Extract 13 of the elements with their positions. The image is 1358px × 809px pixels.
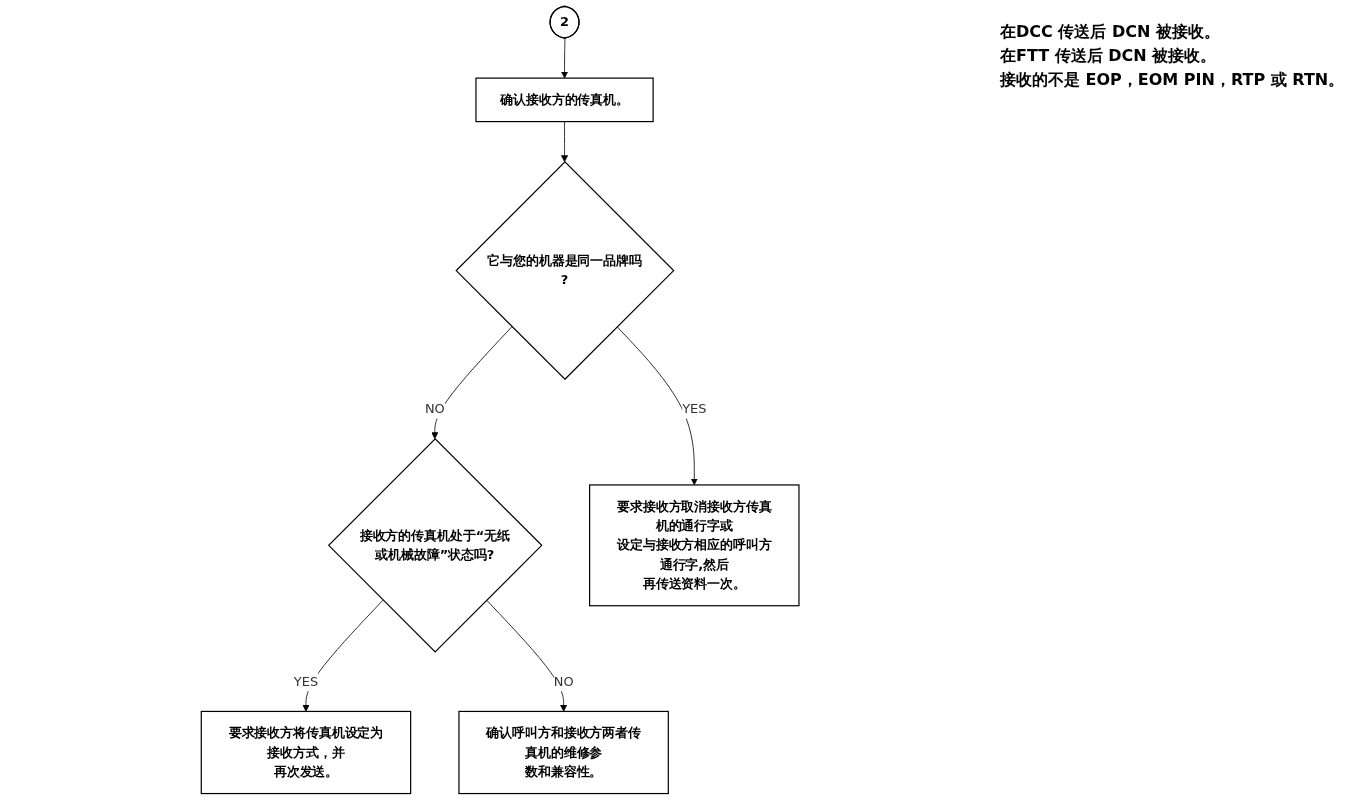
node-box: 确认呼叫方和接收方两者传真机的维修参数和兼容性。 [458,710,669,795]
node-diamond: 它与您的机器是同一品牌吗? [455,161,675,381]
edge-label: NO [424,401,445,417]
edge-label: YES [682,401,707,417]
node-box: 要求接收方将传真机设定为接收方式，并再次发送。 [200,710,412,795]
node-diamond: 接收方的传真机处于“无纸或机械故障”状态吗? [327,438,543,653]
note-text: 在FTT 传送后 DCN 被接收。 [1000,45,1218,67]
edge-label: NO [553,673,574,689]
node-box: 要求接收方取消接收方传真机的通行字或设定与接收方相应的呼叫方通行字,然后再传送资料一次。 [588,484,800,607]
edge-label: YES [293,673,318,689]
note-text: 在DCC 传送后 DCN 被接收。 [1000,21,1221,43]
node-box: 确认接收方的传真机。 [475,77,654,123]
note-text: 接收的不是 EOP，EOM PIN，RTP 或 RTN。 [1000,69,1345,91]
